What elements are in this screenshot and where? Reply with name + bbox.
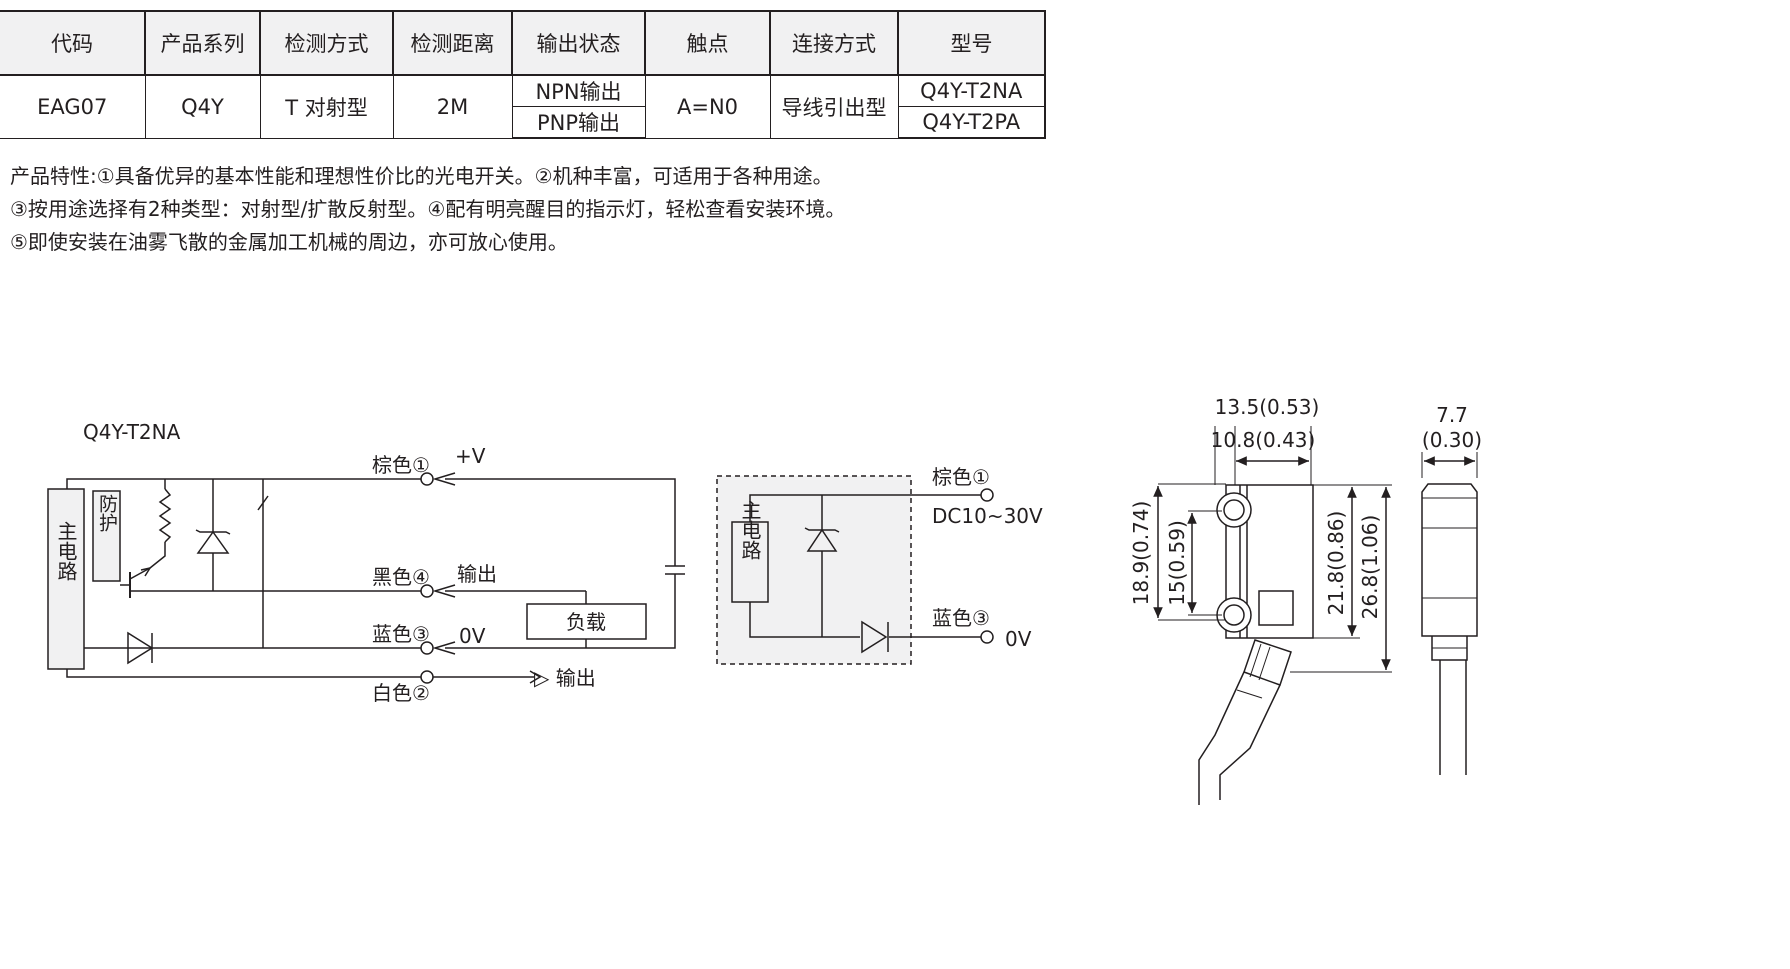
- feature-line: 产品特性:①具备优异的基本性能和理想性价比的光电开关。②机种丰富，可适用于各种用…: [10, 164, 833, 188]
- protection-label: 防护: [96, 494, 118, 532]
- cell-output-npn: NPN输出: [511, 74, 646, 107]
- header-distance: 检测距离: [392, 10, 513, 76]
- header-detection-method: 检测方式: [259, 10, 394, 76]
- gland-line: [1258, 646, 1271, 681]
- wire-white: [66, 669, 421, 678]
- label-zero-v: 0V: [1005, 627, 1032, 651]
- cell-code: EAG07: [0, 74, 146, 139]
- header-model: 型号: [897, 10, 1046, 76]
- sensor-front-drawing: 13.5(0.53) 10.8(0.43) 18.9(0.74) 15(0.59…: [1129, 395, 1392, 805]
- zener-diode: [196, 530, 230, 554]
- label-zero-v: 0V: [459, 624, 486, 648]
- wire-top: [66, 478, 421, 489]
- dim-h2: 15(0.59): [1165, 520, 1189, 606]
- cell-model-npn: Q4Y-T2NA: [897, 74, 1046, 107]
- header-output-state: 输出状态: [511, 10, 646, 76]
- cell-model-pnp: Q4Y-T2PA: [897, 106, 1046, 139]
- wire-bottom: [749, 602, 860, 638]
- dim-depth: 7.7: [1436, 403, 1468, 427]
- terminal-brown: [980, 488, 994, 502]
- mount-hole-bottom-inner: [1223, 604, 1245, 626]
- load-box: [526, 603, 647, 640]
- cable-gland: [1243, 639, 1292, 686]
- feature-line: ③按用途选择有2种类型：对射型/扩散反射型。④配有明亮醒目的指示灯，轻松查看安装…: [10, 197, 846, 221]
- main-circuit-label: 主电路: [54, 521, 78, 581]
- zener-bar: [195, 529, 231, 535]
- cell-output-pnp: PNP输出: [511, 106, 646, 139]
- header-connection: 连接方式: [769, 10, 899, 76]
- transistor-arrow: [140, 566, 152, 577]
- label-brown: 棕色①: [372, 453, 430, 477]
- wire-right-bottom: [445, 574, 676, 649]
- label-black: 黑色④: [372, 565, 430, 589]
- dim-h1: 18.9(0.74): [1129, 501, 1153, 606]
- dim-h4: 26.8(1.06): [1358, 515, 1382, 620]
- cable: [1219, 684, 1281, 800]
- resistor-lead: [149, 542, 166, 569]
- table-header-row: 代码 产品系列 检测方式 检测距离 输出状态 触点 连接方式 型号: [0, 10, 1046, 76]
- label-blue: 蓝色③: [932, 606, 990, 630]
- header-series: 产品系列: [144, 10, 261, 76]
- header-contact: 触点: [644, 10, 771, 76]
- label-white: 白色②: [372, 681, 430, 705]
- cell-series: Q4Y: [144, 74, 261, 139]
- terminal-black-arrow: [432, 584, 456, 598]
- terminal-brown-arrow: [432, 472, 456, 486]
- circuit-title: Q4Y-T2NA: [83, 420, 181, 444]
- circuit-diagram-npn: Q4Y-T2NA 主电路 防护: [47, 420, 685, 705]
- dim-width-inner: 10.8(0.43): [1211, 428, 1316, 452]
- cable: [1198, 671, 1245, 805]
- main-circuit-box: [731, 521, 769, 603]
- diode: [861, 620, 888, 654]
- resistor: [158, 488, 172, 543]
- label-blue: 蓝色③: [372, 622, 430, 646]
- label-white-output: ▷ 输出: [534, 666, 596, 690]
- table-row: EAG07 Q4Y T 对射型 2M NPN输出 A=N0 导线引出型 Q4Y-…: [0, 74, 1046, 139]
- wire-top: [749, 494, 981, 522]
- mount-hole-top: [1216, 492, 1252, 528]
- dim-h3: 21.8(0.86): [1324, 511, 1348, 616]
- label-output: 输出: [457, 562, 497, 586]
- gland-line: [1249, 643, 1262, 678]
- wire-top-right: [445, 478, 676, 566]
- zener-diode: [806, 528, 838, 552]
- white-output-arrow: [529, 670, 542, 684]
- table-row: PNP输出 Q4Y-T2PA: [0, 106, 1046, 139]
- protection-box: [92, 490, 121, 582]
- terminal-blue: [980, 630, 994, 644]
- circuit-diagram-emitter: 主电路 棕色① DC10~30V 蓝色③ 0V: [716, 465, 1043, 665]
- side-body: [1421, 483, 1478, 637]
- mount-hole-bottom: [1216, 597, 1252, 633]
- main-circuit-box: [47, 488, 85, 670]
- label-plus-v: +V: [455, 444, 486, 468]
- zener-bar: [804, 527, 840, 533]
- dim-width-outer: 13.5(0.53): [1215, 395, 1320, 419]
- product-features: 产品特性:①具备优异的基本性能和理想性价比的光电开关。②机种丰富，可适用于各种用…: [10, 160, 845, 259]
- terminal-white: [420, 670, 434, 684]
- cable-line: [1236, 689, 1263, 699]
- load-label: 负载: [566, 610, 606, 634]
- label-brown: 棕色①: [932, 465, 990, 489]
- transistor-collector: [129, 567, 151, 580]
- feature-line: ⑤即使安装在油雾飞散的金属加工机械的周边，亦可放心使用。: [10, 230, 568, 254]
- diode: [127, 631, 154, 665]
- mount-hole-top-inner: [1223, 499, 1245, 521]
- cell-detection-method: T 对射型: [259, 74, 394, 139]
- indicator-window: [1258, 590, 1294, 626]
- cell-connection: 导线引出型: [769, 74, 899, 139]
- dim-depth-inch: (0.30): [1422, 428, 1482, 452]
- spec-table: 代码 产品系列 检测方式 检测距离 输出状态 触点 连接方式 型号 EAG07 …: [0, 10, 1046, 139]
- sensor-side-drawing: 7.7 (0.30): [1421, 403, 1482, 775]
- header-code: 代码: [0, 10, 146, 76]
- label-voltage: DC10~30V: [932, 504, 1043, 528]
- terminal-blue-arrow: [432, 641, 456, 655]
